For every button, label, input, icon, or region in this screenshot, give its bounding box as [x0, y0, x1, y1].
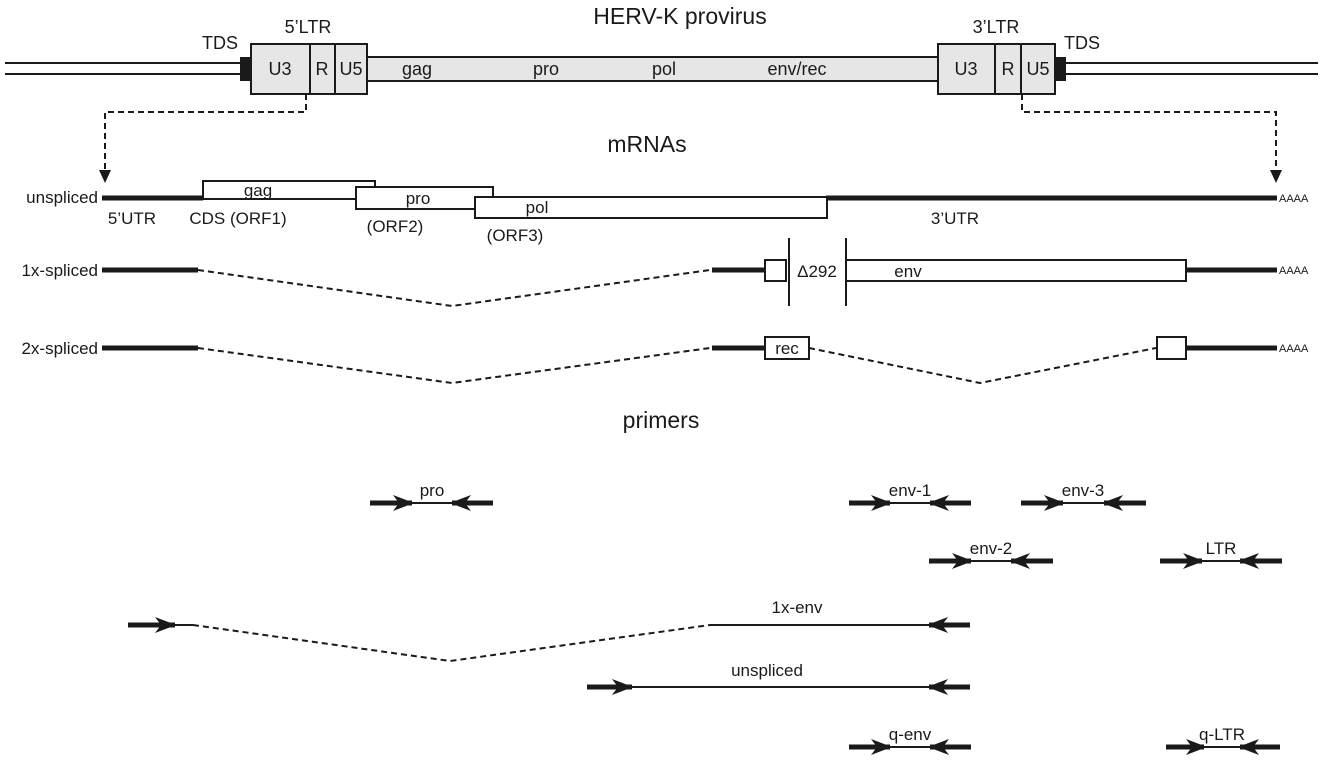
primer-env3-label: env-3: [1062, 481, 1105, 500]
polya-unspliced: AAAA: [1279, 193, 1309, 205]
mrnas-title: mRNAs: [607, 131, 686, 157]
provirus-section: HERV-K provirus TDS TDS 5’LTR U3 R U5: [5, 3, 1318, 183]
transcription-arrow-right: [1021, 94, 1282, 183]
primer-q-env-label: q-env: [889, 725, 932, 744]
orf3-label: (ORF3): [487, 226, 544, 245]
mrna-2x-spliced: 2x-spliced rec AAAA: [21, 336, 1309, 385]
delta292-label: Δ292: [797, 262, 837, 281]
primer-q-env: [849, 739, 971, 755]
mrnas-section: mRNAs unspliced gag pro pol 5’UTR CDS (O…: [21, 131, 1309, 385]
pol-orf-label: pol: [526, 198, 549, 217]
primer-ltr-label: LTR: [1206, 539, 1237, 558]
tds-right-label: TDS: [1064, 33, 1100, 53]
ltr5-u5: U5: [339, 59, 362, 79]
primer-q-ltr: [1166, 739, 1280, 755]
provirus-title: HERV-K provirus: [593, 3, 766, 29]
primer-env1-label: env-1: [889, 481, 932, 500]
pro-orf-label: pro: [406, 189, 431, 208]
polya-1x: AAAA: [1279, 265, 1309, 277]
ltr-3prime: [937, 43, 1056, 95]
polya-2x: AAAA: [1279, 343, 1309, 355]
orf1-label: CDS (ORF1): [189, 209, 286, 228]
ltr5-label: 5’LTR: [285, 17, 332, 37]
provirus-gene-pro: pro: [533, 59, 559, 79]
primer-env2-label: env-2: [970, 539, 1013, 558]
gag-orf-label: gag: [244, 181, 272, 200]
mrna-unspliced: unspliced gag pro pol 5’UTR CDS (ORF1) (…: [26, 180, 1309, 245]
spliced1-intron: [197, 269, 711, 308]
primer-q-ltr-label: q-LTR: [1199, 725, 1245, 744]
rec-orf-label: rec: [775, 339, 799, 358]
orf2-label: (ORF2): [367, 217, 424, 236]
ltr5-u3: U3: [268, 59, 291, 79]
pol-orf-box: [474, 196, 828, 219]
tds-left-block: [240, 57, 251, 81]
primer-env3: [1021, 495, 1146, 511]
provirus-body: [366, 56, 939, 82]
ltr3-u5: U5: [1026, 59, 1049, 79]
primer-pro: [370, 495, 493, 511]
ltr-5prime: [250, 43, 368, 95]
utr3-label: 3’UTR: [931, 209, 979, 228]
mrna-unspliced-label: unspliced: [26, 188, 98, 207]
primers-section: primers pro env-1 env-3: [128, 407, 1282, 755]
primer-1x-env-label: 1x-env: [771, 598, 823, 617]
gag-orf-box: [202, 180, 376, 200]
right-flank-dna: [1066, 62, 1318, 75]
utr5-label: 5’UTR: [108, 209, 156, 228]
env-orf-label: env: [894, 262, 922, 281]
primer-env1: [849, 495, 971, 511]
transcription-arrow-left: [99, 94, 307, 183]
spliced2-small-box: [1156, 336, 1187, 360]
ltr5-r: R: [316, 59, 329, 79]
provirus-gene-env-rec: env/rec: [767, 59, 826, 79]
primer-unspliced: [587, 679, 970, 695]
mrna-1x-label: 1x-spliced: [21, 261, 98, 280]
tds-right-block: [1055, 57, 1066, 81]
primer-ltr: [1160, 553, 1282, 569]
ltr3-r: R: [1002, 59, 1015, 79]
spliced2-intron2: [808, 347, 1157, 385]
primer-unspliced-label: unspliced: [731, 661, 803, 680]
spliced1-small-box: [764, 259, 787, 282]
primers-title: primers: [623, 407, 700, 433]
primer-env2: [929, 553, 1053, 569]
primer-pro-label: pro: [420, 481, 445, 500]
spliced2-intron1: [197, 347, 711, 385]
tds-left-label: TDS: [202, 33, 238, 53]
mrna-1x-spliced: 1x-spliced Δ292 env AAAA: [21, 238, 1309, 308]
provirus-gene-gag: gag: [402, 59, 432, 79]
ltr3-label: 3’LTR: [973, 17, 1020, 37]
provirus-gene-pol: pol: [652, 59, 676, 79]
left-flank-dna: [5, 62, 240, 75]
primer-1x-env: [128, 617, 970, 663]
ltr3-u3: U3: [954, 59, 977, 79]
mrna-2x-label: 2x-spliced: [21, 339, 98, 358]
